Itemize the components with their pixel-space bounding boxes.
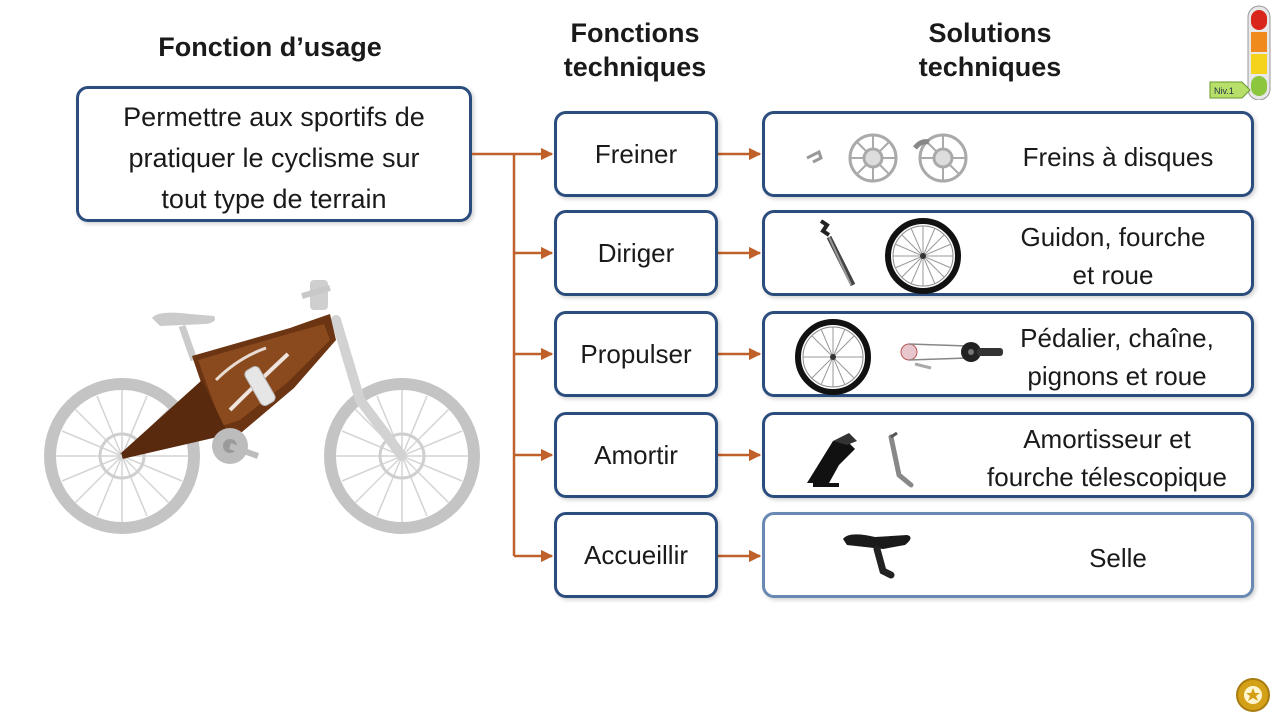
- rear-shock: [244, 366, 276, 406]
- level-orange-segment: [1251, 32, 1267, 52]
- brake-disc-caliper-icon: [913, 133, 968, 183]
- usage-line-2: pratiquer le cyclisme sur: [128, 143, 420, 173]
- brake-images: [806, 133, 968, 183]
- steering-images: [819, 218, 961, 294]
- solution-text: Guidon, fourche et roue: [985, 218, 1241, 294]
- brake-disc-icon: [848, 133, 898, 183]
- difficulty-level-indicator: Niv.1: [1209, 5, 1271, 100]
- solution-line-1: Amortisseur et: [1023, 424, 1191, 454]
- shock-absorber-icon: [807, 433, 857, 487]
- solutions-heading-line1: Solutions: [928, 18, 1052, 48]
- usage-heading: Fonction d’usage: [158, 32, 382, 62]
- solution-text: Freins à disques: [995, 138, 1241, 176]
- solution-box-selle: Selle: [762, 512, 1254, 598]
- bike-frame: [120, 314, 336, 459]
- wheel-icon: [885, 218, 961, 294]
- function-label: Accueillir: [583, 539, 689, 570]
- usage-box: Permettre aux sportifs de pratiquer le c…: [76, 86, 472, 222]
- function-label: Propulser: [580, 338, 692, 369]
- solution-line-2: fourche télescopique: [987, 462, 1227, 492]
- solution-line-1: Selle: [1089, 543, 1147, 573]
- solution-text: Amortisseur et fourche télescopique: [965, 420, 1249, 496]
- level-yellow-segment: [1251, 54, 1267, 74]
- solutions-heading: Solutions techniques: [860, 16, 1120, 84]
- suspension-images: [807, 431, 914, 488]
- function-box-diriger: Diriger: [554, 210, 718, 296]
- front-fork: [301, 280, 407, 461]
- function-label: Amortir: [594, 439, 678, 470]
- seat: [152, 312, 215, 362]
- solution-text: Pédalier, chaîne, pignons et roue: [993, 319, 1241, 395]
- solution-line-2: et roue: [1072, 260, 1154, 290]
- solution-line-2: pignons et roue: [1027, 361, 1207, 391]
- functions-heading-line2: techniques: [563, 52, 707, 82]
- level-green-segment: [1251, 76, 1267, 96]
- bicycle-illustration: [44, 280, 480, 534]
- solution-box-pedalier: Pédalier, chaîne, pignons et roue: [762, 311, 1254, 397]
- solution-line-1: Pédalier, chaîne,: [1020, 323, 1214, 353]
- solution-text: Selle: [995, 539, 1241, 577]
- fork-icon: [819, 219, 856, 287]
- solution-box-amortisseur: Amortisseur et fourche télescopique: [762, 412, 1254, 498]
- solution-line-1: Freins à disques: [1022, 142, 1214, 172]
- solution-box-guidon: Guidon, fourche et roue: [762, 210, 1254, 296]
- usage-line-1: Permettre aux sportifs de: [123, 102, 425, 132]
- brake-lever-icon: [806, 149, 823, 164]
- solutions-heading-line2: techniques: [918, 52, 1062, 82]
- rear-wheel-icon: [795, 319, 871, 395]
- publisher-logo-icon: [1236, 678, 1270, 712]
- saddle-image: [843, 534, 911, 579]
- rear-wheel: [44, 378, 200, 534]
- level-red-segment: [1251, 10, 1267, 30]
- crankset: [212, 428, 260, 464]
- function-box-amortir: Amortir: [554, 412, 718, 498]
- usage-text: Permettre aux sportifs de pratiquer le c…: [79, 97, 469, 220]
- saddle-icon: [843, 534, 911, 579]
- function-label: Freiner: [594, 138, 678, 169]
- function-label: Diriger: [597, 237, 675, 268]
- solution-line-1: Guidon, fourche: [1020, 222, 1206, 252]
- level-label: Niv.1: [1214, 86, 1234, 96]
- function-box-propulser: Propulser: [554, 311, 718, 397]
- functions-heading-line1: Fonctions: [570, 18, 700, 48]
- propulsion-images: [795, 319, 1003, 395]
- usage-line-3: tout type de terrain: [161, 184, 387, 214]
- telescopic-fork-icon: [888, 431, 914, 488]
- function-box-freiner: Freiner: [554, 111, 718, 197]
- drivetrain-icon: [900, 342, 1003, 370]
- functions-heading: Fonctions techniques: [520, 16, 750, 84]
- solution-box-freins: Freins à disques: [762, 111, 1254, 197]
- function-box-accueillir: Accueillir: [554, 512, 718, 598]
